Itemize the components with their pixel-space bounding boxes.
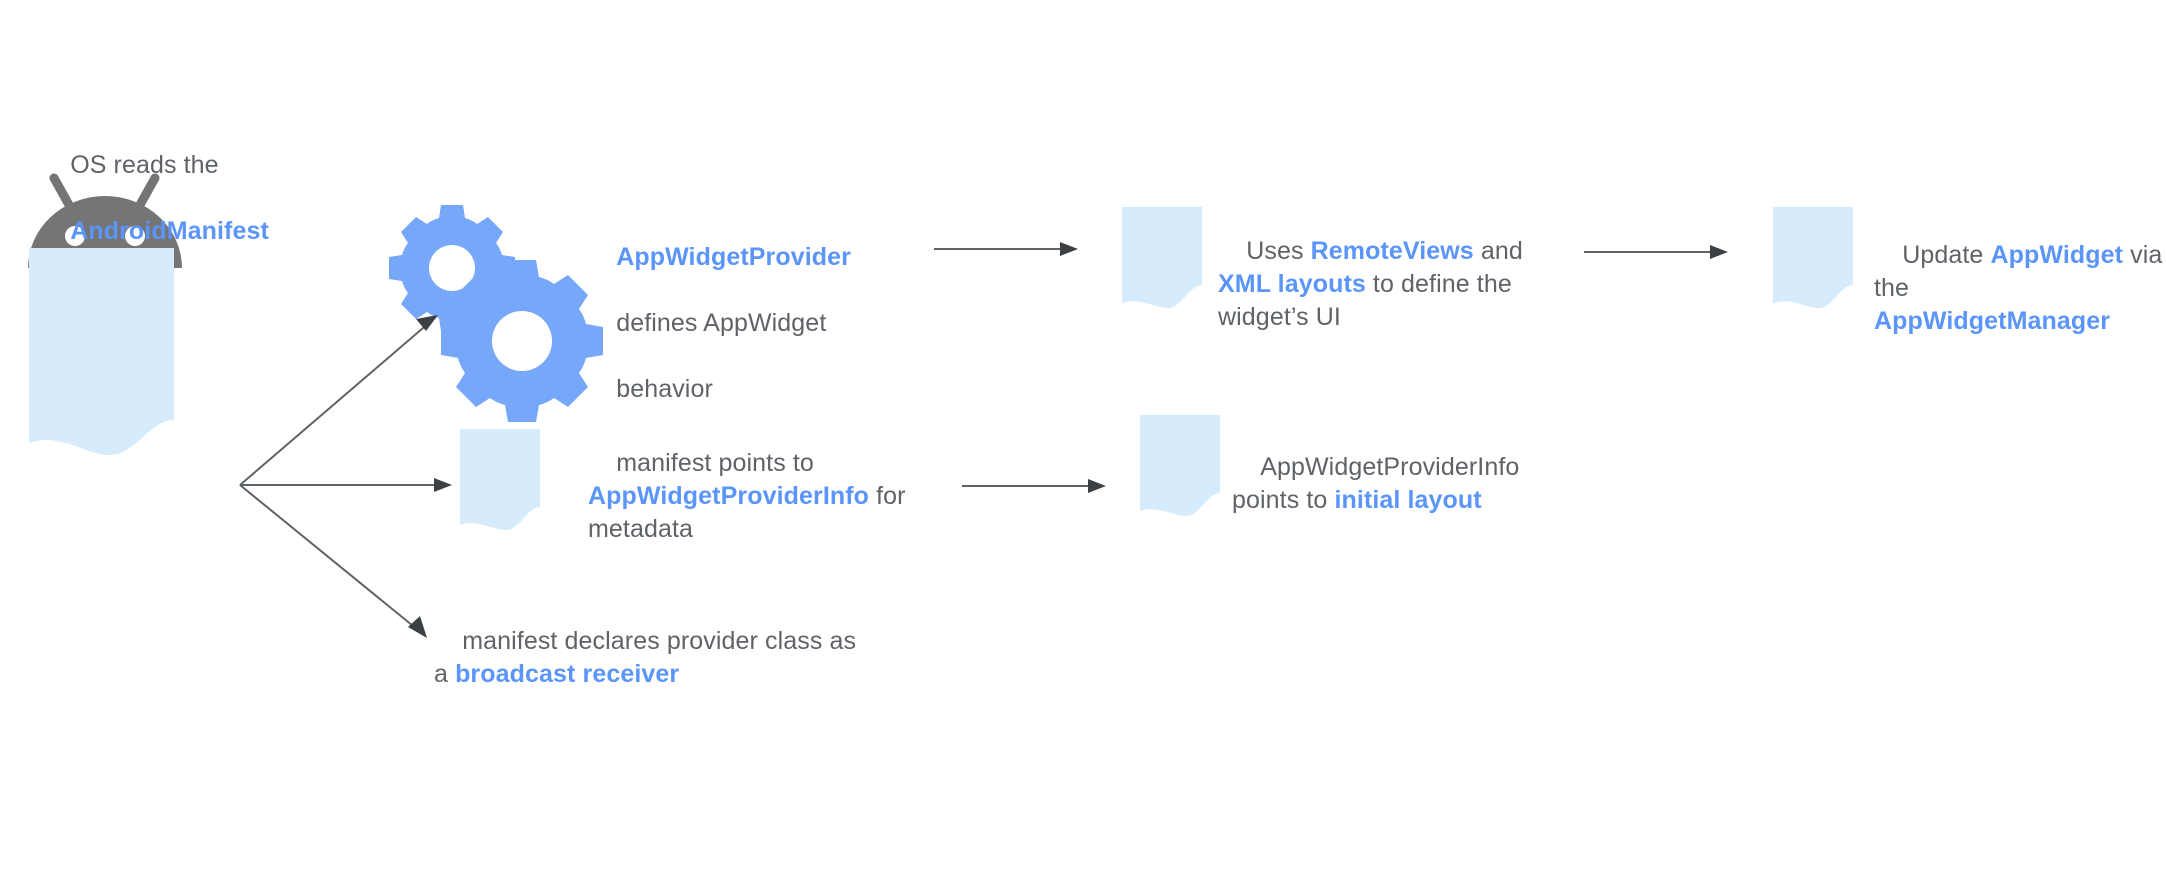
gear-small-icon bbox=[389, 205, 515, 331]
provider-info-line3: metadata bbox=[588, 515, 694, 543]
initial-layout-text: AppWidgetProviderInfo points to initial l… bbox=[1232, 418, 1562, 550]
arrow-remote-views-to-update bbox=[1584, 245, 1728, 259]
provider-info-line1: manifest points to bbox=[616, 449, 814, 477]
remote-views-seg3: to define the bbox=[1365, 270, 1512, 298]
xml-layouts-keyword: XML layouts bbox=[1218, 270, 1366, 298]
initial-layout-keyword: initial layout bbox=[1334, 486, 1482, 514]
gear-large-icon bbox=[441, 260, 603, 422]
appwidget-provider-info-keyword: AppWidgetProviderInfo bbox=[588, 482, 870, 510]
appwidget-provider-keyword: AppWidgetProvider bbox=[616, 243, 852, 271]
arrow-provider-info-to-initial-layout bbox=[962, 479, 1106, 493]
update-line2: the bbox=[1874, 274, 1910, 302]
appwidget-manager-keyword: AppWidgetManager bbox=[1874, 307, 2111, 335]
remote-views-keyword: RemoteViews bbox=[1310, 237, 1474, 265]
remote-views-line3: widget’s UI bbox=[1218, 303, 1341, 331]
arrow-manifest-to-provider-info bbox=[240, 478, 452, 492]
update-seg2: via bbox=[2123, 241, 2163, 269]
os-reads-line1: OS reads the bbox=[70, 151, 219, 179]
update-seg1: Update bbox=[1902, 241, 1991, 269]
provider-info-seg2: for bbox=[869, 482, 906, 510]
broadcast-seg2: a bbox=[434, 660, 456, 688]
broadcast-line1: manifest declares provider class as bbox=[462, 627, 857, 655]
appwidget-keyword: AppWidget bbox=[1990, 241, 2124, 269]
appwidget-provider-text: AppWidgetProvider defines AppWidget beha… bbox=[588, 208, 888, 439]
os-reads-manifest-text: OS reads the AndroidManifest bbox=[42, 116, 322, 281]
initial-layout-document-icon bbox=[1140, 415, 1220, 516]
broadcast-receiver-keyword: broadcast receiver bbox=[455, 660, 680, 688]
provider-line3: behavior bbox=[616, 375, 713, 403]
arrow-manifest-to-provider bbox=[239, 315, 438, 486]
remote-views-seg1: Uses bbox=[1246, 237, 1311, 265]
arrow-manifest-to-broadcast bbox=[239, 484, 427, 638]
remote-views-document-icon bbox=[1122, 207, 1202, 308]
android-manifest-keyword: AndroidManifest bbox=[70, 217, 269, 245]
initial-layout-seg2: points to bbox=[1232, 486, 1335, 514]
arrow-provider-to-remote-views bbox=[934, 242, 1078, 256]
provider-line2: defines AppWidget bbox=[616, 309, 827, 337]
initial-layout-line1: AppWidgetProviderInfo bbox=[1260, 453, 1520, 481]
provider-info-document-icon bbox=[460, 429, 540, 530]
remote-views-seg2: and bbox=[1473, 237, 1523, 265]
update-widget-document-icon bbox=[1773, 207, 1853, 308]
